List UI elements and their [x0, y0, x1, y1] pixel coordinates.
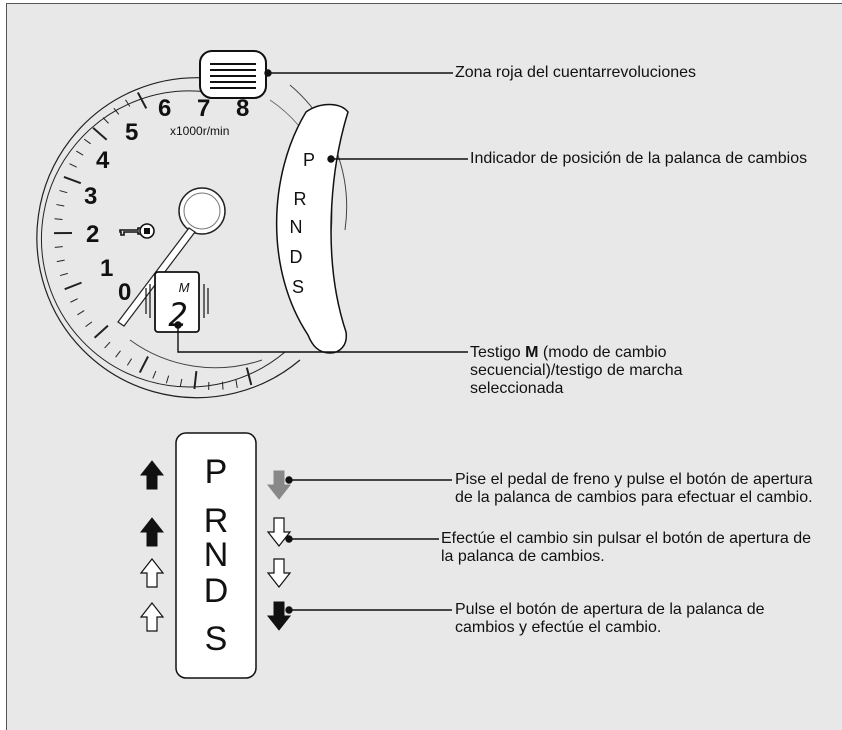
- tachometer-tick: [152, 370, 157, 379]
- tachometer-tick: [221, 381, 224, 390]
- tachometer-tick: [179, 378, 183, 387]
- tachometer-outer-arc: [36, 77, 301, 399]
- tachometer-tick: [69, 163, 77, 168]
- tachometer-tick: [85, 321, 93, 328]
- tachometer-ticks: [53, 92, 253, 390]
- arrow-down-outline-icon: [266, 517, 292, 547]
- tachometer-tick: [56, 259, 65, 263]
- shift-indicator-letter: S: [292, 277, 304, 297]
- tachometer-tick: [83, 138, 91, 145]
- rpm-number: 5: [125, 119, 138, 146]
- gate-letter: D: [204, 572, 229, 610]
- rpm-number: 0: [118, 279, 131, 306]
- needle-hub-inner: [183, 192, 221, 230]
- label-brake-release: Pise el pedal de freno y pulse el botón …: [455, 471, 813, 506]
- tachometer-tick: [59, 272, 68, 277]
- arrow-up-icon: [139, 460, 165, 490]
- tachometer-inner-arc: [40, 90, 286, 388]
- tachometer-tick: [93, 324, 109, 339]
- shift-indicator-letter: N: [290, 217, 303, 237]
- label-m-pre: Testigo: [470, 344, 526, 361]
- tachometer-tick: [63, 175, 82, 185]
- arrow-down-icon: [266, 601, 292, 631]
- tachometer-tick: [77, 310, 85, 316]
- gate-letter: N: [204, 536, 229, 574]
- diagram-frame: [6, 3, 842, 730]
- shift-gate-box: [175, 432, 257, 679]
- needle-hub: [178, 187, 226, 235]
- tachometer-tick: [59, 190, 68, 194]
- tachometer: 8 7 6 5 4 3 2 1 0 x1000r/min M 2: [36, 50, 348, 399]
- tachometer-tick: [54, 246, 63, 248]
- arrow-down-outline-icon: [266, 558, 292, 588]
- label-redzone: Zona roja del cuentarrevoluciones: [455, 64, 697, 81]
- tachometer-tick: [54, 218, 63, 220]
- tachometer-tick: [126, 358, 133, 366]
- gear-display-side-lines: [145, 284, 209, 318]
- gate-letter: R: [204, 502, 229, 540]
- arrow-up-icon: [139, 517, 165, 547]
- shift-indicator-letter: D: [290, 247, 303, 267]
- tachometer-tick: [193, 371, 198, 390]
- tachometer-tick: [235, 379, 238, 389]
- gate-letter: P: [205, 453, 228, 491]
- tachometer-bottom-arc: [129, 339, 263, 369]
- label-no-button: Efectúe el cambio sin pulsar el botón de…: [441, 530, 812, 565]
- rpm-number: 6: [158, 95, 171, 122]
- tachometer-tick: [165, 375, 170, 384]
- shift-indicator-letter: R: [294, 189, 307, 209]
- rpm-number: 7: [197, 95, 210, 122]
- tachometer-tick: [113, 107, 120, 115]
- rpm-number: 8: [236, 95, 249, 122]
- key-icon: [119, 223, 155, 239]
- tachometer-tick: [102, 117, 109, 124]
- tachometer-tick: [104, 341, 111, 349]
- redline-stripes: [210, 63, 256, 89]
- tachometer-tick: [76, 150, 84, 156]
- tachometer-tick: [92, 127, 108, 141]
- shift-indicator-letter: P: [303, 150, 315, 170]
- arrow-up-outline-icon: [139, 558, 165, 588]
- rpm-number: 1: [100, 255, 113, 282]
- tachometer-tick: [136, 92, 148, 109]
- tachometer-tick: [125, 99, 131, 107]
- gear-display: [154, 271, 200, 333]
- rpm-number: 4: [96, 147, 110, 174]
- label-m-indicator: Testigo M (modo de cambio secuencial)/te…: [470, 344, 770, 398]
- tachometer-tick: [115, 350, 121, 358]
- label-m-rest: (modo de cambio secuencial)/testigo de m…: [470, 344, 683, 397]
- gear-mode-letter: M: [179, 280, 190, 295]
- redline-zone: [199, 50, 267, 99]
- tachometer-tick: [138, 356, 149, 373]
- arrow-down-gray-icon: [266, 470, 292, 500]
- shift-indicator-band: [275, 103, 349, 354]
- tachometer-tick: [70, 298, 78, 303]
- label-button: Pulse el botón de apertura de la palanca…: [455, 601, 765, 636]
- tachometer-tick: [56, 204, 65, 207]
- label-position-indicator: Indicador de posición de la palanca de c…: [470, 150, 808, 167]
- gate-letter: S: [205, 620, 228, 658]
- rpm-unit: x1000r/min: [170, 124, 229, 138]
- tachometer-tick: [64, 281, 82, 291]
- shift-position-indicator: P R N D S: [275, 103, 349, 354]
- tachometer-tick: [245, 367, 253, 386]
- callout-lines: [174, 69, 468, 614]
- gear-number: 2: [168, 296, 187, 334]
- shift-gate: P R N D S: [175, 432, 257, 679]
- rpm-number: 2: [86, 221, 99, 248]
- label-m-bold: M: [525, 344, 539, 361]
- rpm-number: 3: [84, 183, 97, 210]
- arrow-up-outline-icon: [139, 602, 165, 632]
